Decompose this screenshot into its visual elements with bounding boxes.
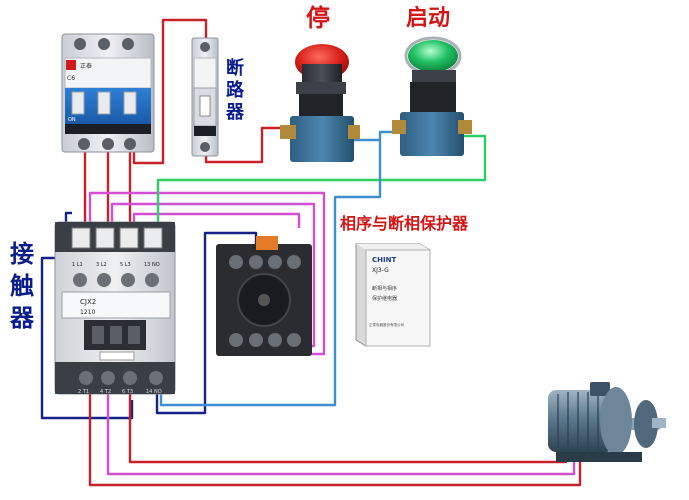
motor [548, 382, 666, 462]
phase-sequence-relay: CHINT XJ3-G 断相与相序 保护继电器 正泰电器股份有限公司 [355, 243, 431, 347]
contactor-terminal-t3: 6 T3 [122, 389, 133, 395]
breaker-brand: 正泰 [80, 62, 92, 70]
contactor: 1 L1 3 L2 5 L3 13 NO CJX2 1210 2 T1 4 T2… [54, 221, 176, 395]
breaker-label: 断 路 器 [226, 60, 244, 122]
wire-blue-stop-start [350, 130, 398, 142]
wire-motor-3 [128, 392, 568, 464]
relay-text-1: 断相与相序 [372, 285, 397, 292]
wire-navy-contactor-left [40, 256, 134, 420]
contactor-label-char-1: 接 [10, 240, 34, 268]
breaker-label-char-1: 断 [226, 58, 244, 79]
wire-green [156, 134, 487, 256]
contactor-terminal-l2: 3 L2 [96, 262, 107, 268]
relay-text-3: 正泰电器股份有限公司 [369, 322, 404, 327]
contactor-terminal-no2: 14 NO [146, 389, 162, 395]
single-pole-breaker [191, 37, 219, 157]
contactor-label-char-2: 触 [10, 272, 34, 300]
relay-brand: CHINT [372, 256, 396, 264]
wire-blue-down [159, 140, 382, 407]
breaker-label-char-3: 器 [226, 102, 244, 123]
stop-button[interactable] [280, 44, 360, 162]
wire-navy-relay [155, 231, 258, 415]
wire-motor-1 [88, 392, 582, 487]
contactor-label: 接 触 器 [10, 242, 34, 330]
contactor-rating: 1210 [80, 309, 95, 316]
contactor-label-char-3: 器 [10, 304, 34, 332]
phase-relay-label: 相序与断相保护器 [340, 214, 469, 233]
contactor-terminal-no: 13 NO [144, 262, 160, 268]
relay-text-2: 保护继电器 [372, 295, 397, 302]
contactor-terminal-t2: 4 T2 [100, 389, 111, 395]
stop-label: 停 [306, 4, 330, 32]
wire-red-to-single-breaker [132, 18, 208, 165]
start-button[interactable] [392, 36, 472, 156]
wire-red-to-stop [204, 126, 288, 164]
wire-motor-2 [106, 392, 576, 476]
contactor-terminal-l3: 5 L3 [120, 262, 131, 268]
wire-magenta-1 [88, 191, 326, 356]
contactor-model: CJX2 [80, 298, 96, 306]
relay-model: XJ3-G [372, 267, 389, 274]
relay-socket [216, 236, 312, 356]
breaker-label-char-2: 路 [226, 80, 244, 101]
start-label: 启动 [406, 6, 451, 31]
breaker-model: C6 [67, 75, 75, 82]
breaker-on-label: ON [68, 117, 76, 123]
three-pole-breaker: 正泰 C6 ON [61, 33, 155, 153]
contactor-terminal-t1: 2 T1 [78, 389, 89, 395]
contactor-terminal-l1: 1 L1 [72, 262, 83, 268]
